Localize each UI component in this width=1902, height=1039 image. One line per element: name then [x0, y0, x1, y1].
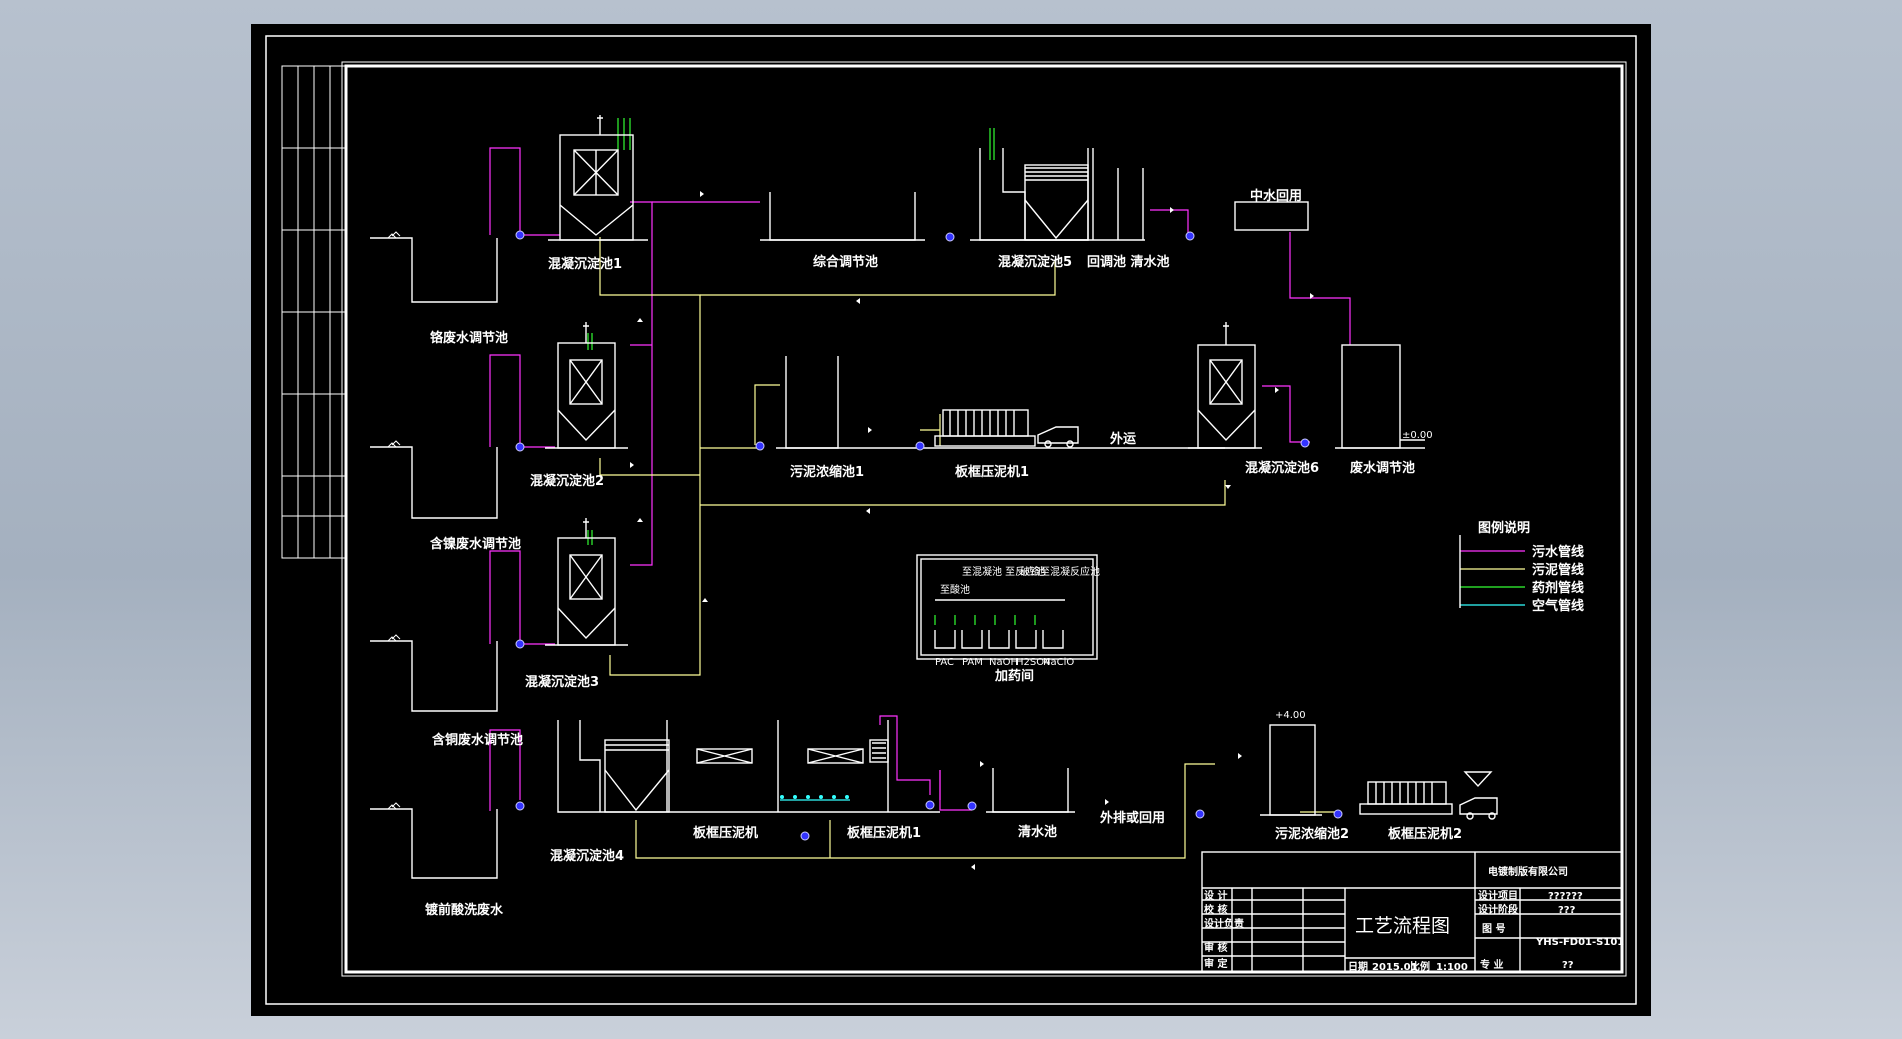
label-reuse-clear: 回调池 清水池 [1087, 254, 1170, 270]
label-sed6: 混凝沉淀池6 [1245, 460, 1319, 476]
revision-strip [281, 65, 347, 559]
label-reuse-out: 外排或回用 [1099, 810, 1165, 826]
legend-lines [1460, 550, 1525, 606]
structures [370, 115, 1623, 973]
sed-tank-4 [557, 720, 940, 813]
tb-date-label: 日期 [1348, 960, 1368, 973]
label-copper-reg: 含铜废水调节池 [431, 732, 523, 748]
legend-item-sludge: 污泥管线 [1532, 562, 1584, 578]
sed-tank-5 [970, 148, 1145, 241]
label-wastewater-reg: 废水调节池 [1350, 460, 1415, 476]
tb-drawing-title: 工艺流程图 [1355, 915, 1450, 937]
label-press-mid-a: 板框压泥机 [693, 825, 758, 841]
label-sed3: 混凝沉淀池3 [525, 674, 599, 690]
tb-stage-label: 设计阶段 [1478, 903, 1518, 916]
label-transport: 外运 [1109, 431, 1136, 447]
pipe-network [489, 118, 1525, 859]
tb-discipline-value: ?? [1562, 960, 1574, 971]
label-filter-press2: 板框压泥机2 [1388, 826, 1462, 842]
label-sed4: 混凝沉淀池4 [550, 848, 624, 864]
nickel-reg-tank [370, 446, 498, 519]
label-sludge-thick2: 污泥浓缩池2 [1275, 826, 1349, 842]
sewage-lines [489, 147, 1351, 811]
dosing-bottom-2: PAM [962, 657, 983, 668]
pumps [515, 230, 1343, 841]
sed-tank-3 [545, 518, 628, 646]
tb-stage-value: ??? [1558, 905, 1576, 916]
label-pickling: 镀前酸洗废水 [425, 902, 504, 918]
tb-discipline-label: 专 业 [1480, 958, 1503, 971]
legend-item-sewage: 污水管线 [1532, 544, 1584, 560]
tb-row-lead: 设计负责 [1204, 917, 1244, 930]
sed-tank-6 [1188, 322, 1262, 449]
label-level-0: ±0.00 [1402, 430, 1433, 441]
tb-row-review: 审 核 [1204, 941, 1227, 954]
tb-row-check: 校 核 [1204, 903, 1227, 916]
label-chrome-reg: 铬废水调节池 [430, 330, 508, 346]
dosing-top-2: 破铬至混凝反应池 [1020, 565, 1100, 578]
copper-reg-tank [370, 640, 498, 712]
dosing-room [916, 554, 1098, 660]
flow-arrows [620, 191, 1314, 870]
reuse-water-box [1234, 201, 1309, 231]
dosing-caption: 加药间 [994, 668, 1034, 684]
dosing-top-1: 至混凝池 至反应池 [962, 565, 1045, 578]
legend-item-air: 空气管线 [1532, 598, 1584, 614]
reuse-tanks [1092, 148, 1144, 240]
sludge-lines [599, 237, 1338, 859]
tb-scale-value: 1:100 [1436, 962, 1468, 973]
tb-row-approve: 审 定 [1204, 957, 1227, 970]
label-sed1: 混凝沉淀池1 [548, 256, 622, 272]
label-reuse-water: 中水回用 [1250, 188, 1302, 204]
dosing-bottom-4: H2SO4 [1016, 657, 1050, 668]
tb-row-design: 设 计 [1204, 889, 1227, 902]
filter-press-1 [934, 409, 1079, 448]
tb-project-value: ?????? [1548, 891, 1583, 902]
air-diffusers [780, 795, 849, 799]
dosing-bottom-3: NaOH [989, 657, 1018, 668]
sed-tank-2 [545, 322, 628, 449]
label-level-4: +4.00 [1275, 710, 1306, 721]
label-comp-reg: 综合调节池 [813, 254, 878, 270]
sed-tank-1 [548, 115, 648, 241]
label-filter-press1: 板框压泥机1 [955, 464, 1029, 480]
title-block [1201, 851, 1623, 973]
outer-frame [265, 35, 1637, 1005]
dosing-bottom-1: PAC [935, 657, 954, 668]
tb-date-value: 2015.01 [1372, 962, 1418, 973]
tb-project-label: 设计项目 [1478, 889, 1518, 902]
filter-press-2 [1359, 771, 1498, 820]
tb-drawing-no-label: 图 号 [1482, 923, 1505, 935]
tb-company: 电镀制版有限公司 [1488, 865, 1568, 878]
drawing-sheet [251, 24, 1651, 1016]
tb-scale-label: 比例 [1410, 960, 1430, 973]
legend-item-chemical: 药剂管线 [1532, 580, 1584, 596]
dosing-mid: 至酸池 [940, 583, 970, 596]
tb-drawing-no-value: YHS-FD01-S101 [1535, 937, 1624, 948]
label-clear-pool: 清水池 [1018, 824, 1057, 840]
legend-title: 图例说明 [1478, 520, 1530, 536]
pickling-tank [370, 808, 498, 879]
dosing-bottom-5: NaClO [1043, 657, 1074, 668]
label-nickel-reg: 含镍废水调节池 [429, 536, 521, 552]
chrome-reg-tank [370, 237, 498, 303]
label-sed2: 混凝沉淀池2 [530, 473, 604, 489]
label-press-mid-b: 板框压泥机1 [847, 825, 921, 841]
label-sludge-thick1: 污泥浓缩池1 [790, 464, 864, 480]
label-sed5: 混凝沉淀池5 [998, 254, 1072, 270]
